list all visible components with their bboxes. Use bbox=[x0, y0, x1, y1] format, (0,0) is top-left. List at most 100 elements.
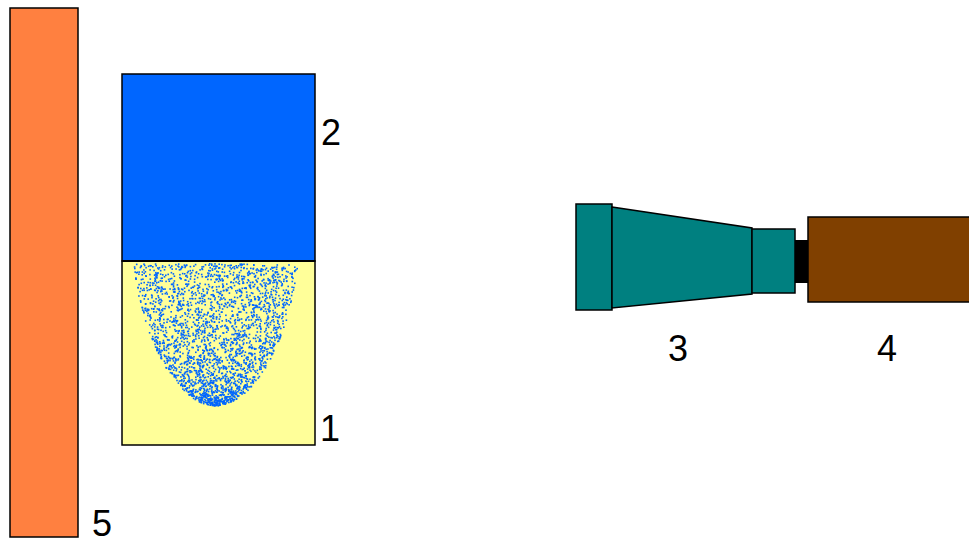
speckle bbox=[243, 263, 245, 265]
speckle bbox=[257, 370, 259, 372]
speckle bbox=[272, 316, 274, 318]
speckle bbox=[225, 373, 227, 375]
speckle bbox=[265, 285, 267, 287]
speckle bbox=[235, 361, 237, 363]
speckle bbox=[214, 358, 216, 360]
speckle bbox=[141, 307, 143, 309]
speckle bbox=[278, 295, 280, 297]
speckle bbox=[268, 303, 270, 305]
speckle bbox=[260, 345, 262, 347]
speckle bbox=[211, 365, 213, 367]
speckle bbox=[215, 267, 217, 269]
speckle bbox=[188, 313, 190, 315]
speckle bbox=[218, 400, 220, 402]
speckle bbox=[211, 274, 213, 276]
speckle bbox=[211, 389, 213, 391]
speckle bbox=[239, 272, 241, 274]
speckle bbox=[234, 362, 236, 364]
speckle bbox=[226, 401, 228, 403]
speckle bbox=[189, 394, 191, 396]
speckle bbox=[260, 320, 262, 322]
speckle bbox=[283, 281, 285, 283]
speckle bbox=[205, 396, 207, 398]
speckle bbox=[168, 356, 170, 358]
speckle bbox=[205, 382, 207, 384]
speckle bbox=[179, 309, 181, 311]
speckle bbox=[238, 390, 240, 392]
speckle bbox=[216, 302, 218, 304]
speckle bbox=[280, 334, 282, 336]
speckle bbox=[225, 338, 227, 340]
speckle bbox=[277, 320, 279, 322]
speckle bbox=[253, 286, 255, 288]
speckle bbox=[251, 353, 253, 355]
speckle bbox=[283, 267, 285, 269]
speckle bbox=[259, 376, 261, 378]
speckle bbox=[224, 299, 226, 301]
speckle bbox=[269, 344, 271, 346]
speckle bbox=[216, 286, 218, 288]
speckle bbox=[276, 331, 278, 333]
speckle bbox=[242, 283, 244, 285]
speckle bbox=[188, 377, 190, 379]
speckle bbox=[270, 268, 272, 270]
speckle bbox=[245, 351, 247, 353]
speckle bbox=[220, 335, 222, 337]
speckle bbox=[213, 392, 215, 394]
speckle bbox=[247, 386, 249, 388]
speckle bbox=[262, 356, 264, 358]
speckle bbox=[231, 315, 233, 317]
speckle bbox=[265, 365, 267, 367]
speckle bbox=[212, 405, 214, 407]
speckle bbox=[240, 291, 242, 293]
speckle bbox=[217, 303, 219, 305]
speckle bbox=[173, 301, 175, 303]
speckle bbox=[213, 392, 215, 394]
speckle bbox=[203, 393, 205, 395]
speckle bbox=[248, 367, 250, 369]
speckle bbox=[187, 361, 189, 363]
speckle bbox=[219, 360, 221, 362]
speckle bbox=[182, 294, 184, 296]
speckle bbox=[203, 344, 205, 346]
speckle bbox=[271, 320, 273, 322]
speckle bbox=[231, 281, 233, 283]
speckle bbox=[167, 274, 169, 276]
speckle bbox=[231, 286, 233, 288]
speckle bbox=[153, 338, 155, 340]
speckle bbox=[174, 376, 176, 378]
speckle bbox=[228, 362, 230, 364]
speckle bbox=[207, 381, 209, 383]
speckle bbox=[213, 295, 215, 297]
speckle bbox=[175, 268, 177, 270]
speckle bbox=[157, 328, 159, 330]
speckle bbox=[180, 278, 182, 280]
speckle bbox=[232, 357, 234, 359]
speckle bbox=[223, 290, 225, 292]
speckle bbox=[210, 404, 212, 406]
speckle bbox=[225, 398, 227, 400]
speckle bbox=[249, 363, 251, 365]
speckle bbox=[245, 375, 247, 377]
speckle bbox=[209, 286, 211, 288]
speckle bbox=[241, 390, 243, 392]
speckle bbox=[232, 315, 234, 317]
speckle bbox=[219, 378, 221, 380]
speckle bbox=[236, 343, 238, 345]
speckle bbox=[273, 279, 275, 281]
speckle bbox=[188, 344, 190, 346]
speckle bbox=[181, 383, 183, 385]
speckle bbox=[233, 359, 235, 361]
speckle bbox=[251, 348, 253, 350]
speckle bbox=[265, 284, 267, 286]
speckle bbox=[217, 397, 219, 399]
speckle bbox=[259, 297, 261, 299]
speckle bbox=[166, 292, 168, 294]
speckle bbox=[192, 270, 194, 272]
speckle bbox=[153, 270, 155, 272]
speckle bbox=[215, 378, 217, 380]
speckle bbox=[186, 338, 188, 340]
speckle bbox=[231, 368, 233, 370]
speckle bbox=[180, 338, 182, 340]
speckle bbox=[225, 384, 227, 386]
